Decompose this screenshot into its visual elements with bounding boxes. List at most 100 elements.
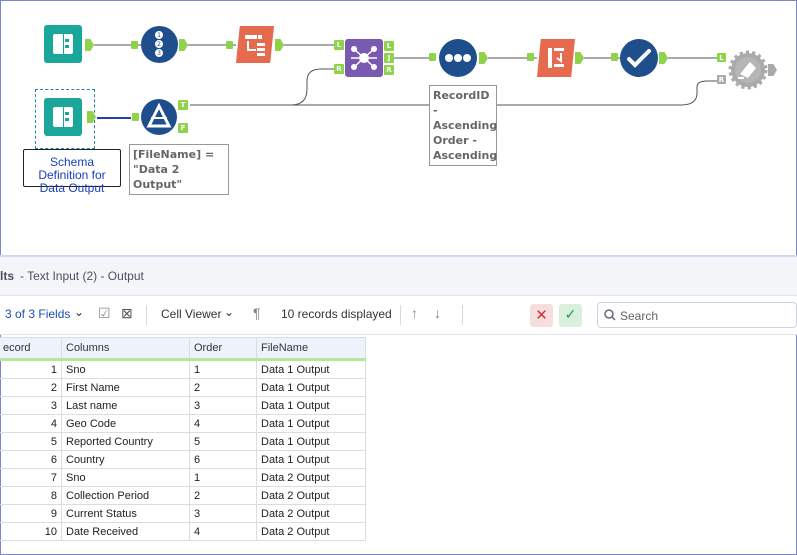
columns-cell[interactable]: Date Received — [61, 522, 190, 541]
record-cell[interactable]: 3 — [0, 396, 62, 415]
transpose-tool[interactable] — [236, 26, 274, 63]
fields-selector[interactable]: 3 of 3 Fields — [5, 307, 71, 321]
record-cell[interactable]: 10 — [0, 522, 62, 541]
pilcrow-icon[interactable]: ¶ — [253, 305, 261, 321]
filename-cell[interactable]: Data 1 Output — [256, 432, 366, 451]
order-cell[interactable]: 2 — [189, 378, 257, 397]
filter-true-anchor[interactable]: T — [178, 100, 188, 110]
transpose-input-anchor[interactable] — [226, 41, 233, 49]
output-right-anchor[interactable]: R — [717, 75, 726, 84]
sort-output-anchor[interactable] — [479, 52, 488, 64]
record-cell[interactable]: 8 — [0, 486, 62, 505]
filename-column-header[interactable]: FileName — [256, 337, 366, 361]
columns-column-header[interactable]: Columns — [61, 337, 190, 361]
filename-cell[interactable]: Data 1 Output — [256, 378, 366, 397]
confirm-button[interactable]: ✓ — [559, 304, 582, 327]
columns-cell[interactable]: Country — [61, 450, 190, 469]
cell-viewer-dropdown[interactable]: Cell Viewer — [161, 307, 222, 321]
select-tool[interactable] — [620, 39, 658, 77]
columns-cell[interactable]: Last name — [61, 396, 190, 415]
record-column-header[interactable]: ecord — [0, 337, 62, 361]
text-input-tool-1[interactable] — [44, 25, 82, 63]
close-square-icon[interactable]: ⊠ — [121, 305, 133, 321]
order-cell[interactable]: 3 — [189, 504, 257, 523]
filename-cell[interactable]: Data 2 Output — [256, 486, 366, 505]
transpose-output-anchor[interactable] — [275, 39, 284, 51]
arrow-down-icon[interactable]: ↓ — [434, 305, 441, 321]
filter-input-anchor[interactable] — [132, 113, 139, 121]
text-input-1-output-anchor[interactable] — [85, 39, 94, 51]
sort-input-anchor[interactable] — [429, 53, 436, 61]
filename-cell[interactable]: Data 1 Output — [256, 396, 366, 415]
order-cell[interactable]: 4 — [189, 522, 257, 541]
record-cell[interactable]: 7 — [0, 468, 62, 487]
order-cell[interactable]: 2 — [189, 486, 257, 505]
filename-cell[interactable]: Data 2 Output — [256, 504, 366, 523]
panel-divider[interactable] — [0, 255, 797, 257]
record-cell[interactable]: 9 — [0, 504, 62, 523]
order-cell[interactable]: 4 — [189, 414, 257, 433]
cancel-button[interactable]: ✕ — [530, 304, 553, 327]
columns-cell[interactable]: Current Status — [61, 504, 190, 523]
columns-cell[interactable]: First Name — [61, 378, 190, 397]
output-tool[interactable] — [728, 50, 768, 90]
filter-false-anchor[interactable]: F — [178, 123, 188, 133]
join-right-anchor[interactable]: R — [334, 64, 344, 74]
record-cell[interactable]: 4 — [0, 414, 62, 433]
order-cell[interactable]: 6 — [189, 450, 257, 469]
order-cell[interactable]: 1 — [189, 359, 257, 379]
order-cell[interactable]: 5 — [189, 432, 257, 451]
filename-cell[interactable]: Data 1 Output — [256, 414, 366, 433]
join-out-join-anchor[interactable]: J — [384, 53, 394, 63]
arrow-up-icon[interactable]: ↑ — [411, 305, 418, 321]
columns-cell[interactable]: Collection Period — [61, 486, 190, 505]
filter-tool[interactable] — [141, 99, 177, 135]
formula-output-anchor[interactable] — [575, 52, 584, 64]
select-input-anchor[interactable] — [611, 53, 618, 61]
join-tool[interactable] — [345, 39, 383, 77]
formula-tool[interactable] — [537, 39, 575, 77]
cell-viewer-chevron-down-icon[interactable]: ⌄ — [224, 305, 235, 319]
record-id-input-anchor[interactable] — [131, 41, 138, 49]
fields-chevron-down-icon[interactable]: ⌄ — [74, 305, 85, 319]
order-cell[interactable]: 1 — [189, 468, 257, 487]
order-cell[interactable]: 3 — [189, 396, 257, 415]
join-out-right-anchor[interactable]: R — [384, 65, 394, 75]
filename-cell[interactable]: Data 1 Output — [256, 450, 366, 469]
sort-tool[interactable] — [439, 39, 477, 77]
record-cell[interactable]: 6 — [0, 450, 62, 469]
record-cell[interactable]: 5 — [0, 432, 62, 451]
join-left-anchor[interactable]: L — [334, 40, 344, 50]
columns-cell[interactable]: Sno — [61, 359, 190, 379]
record-cell[interactable]: 1 — [0, 359, 62, 379]
select-output-anchor[interactable] — [659, 52, 668, 64]
text-input-tool-2[interactable] — [44, 98, 82, 136]
record-cell[interactable]: 2 — [0, 378, 62, 397]
columns-cell[interactable]: Reported Country — [61, 432, 190, 451]
filename-cell[interactable]: Data 2 Output — [256, 522, 366, 541]
checkbox-icon[interactable]: ☑ — [98, 305, 111, 321]
columns-cell[interactable]: Geo Code — [61, 414, 190, 433]
output-left-anchor[interactable]: L — [717, 53, 726, 62]
search-box[interactable]: Search — [597, 302, 797, 328]
order-column-header[interactable]: Order — [189, 337, 257, 361]
filename-cell[interactable]: Data 1 Output — [256, 359, 366, 379]
columns-cell[interactable]: Sno — [61, 468, 190, 487]
join-out-left-anchor[interactable]: L — [384, 41, 394, 51]
record-id-output-anchor[interactable] — [179, 39, 188, 51]
filename-cell[interactable]: Data 2 Output — [256, 468, 366, 487]
formula-input-anchor[interactable] — [527, 53, 534, 61]
text-input-2-output-anchor[interactable] — [87, 111, 96, 123]
